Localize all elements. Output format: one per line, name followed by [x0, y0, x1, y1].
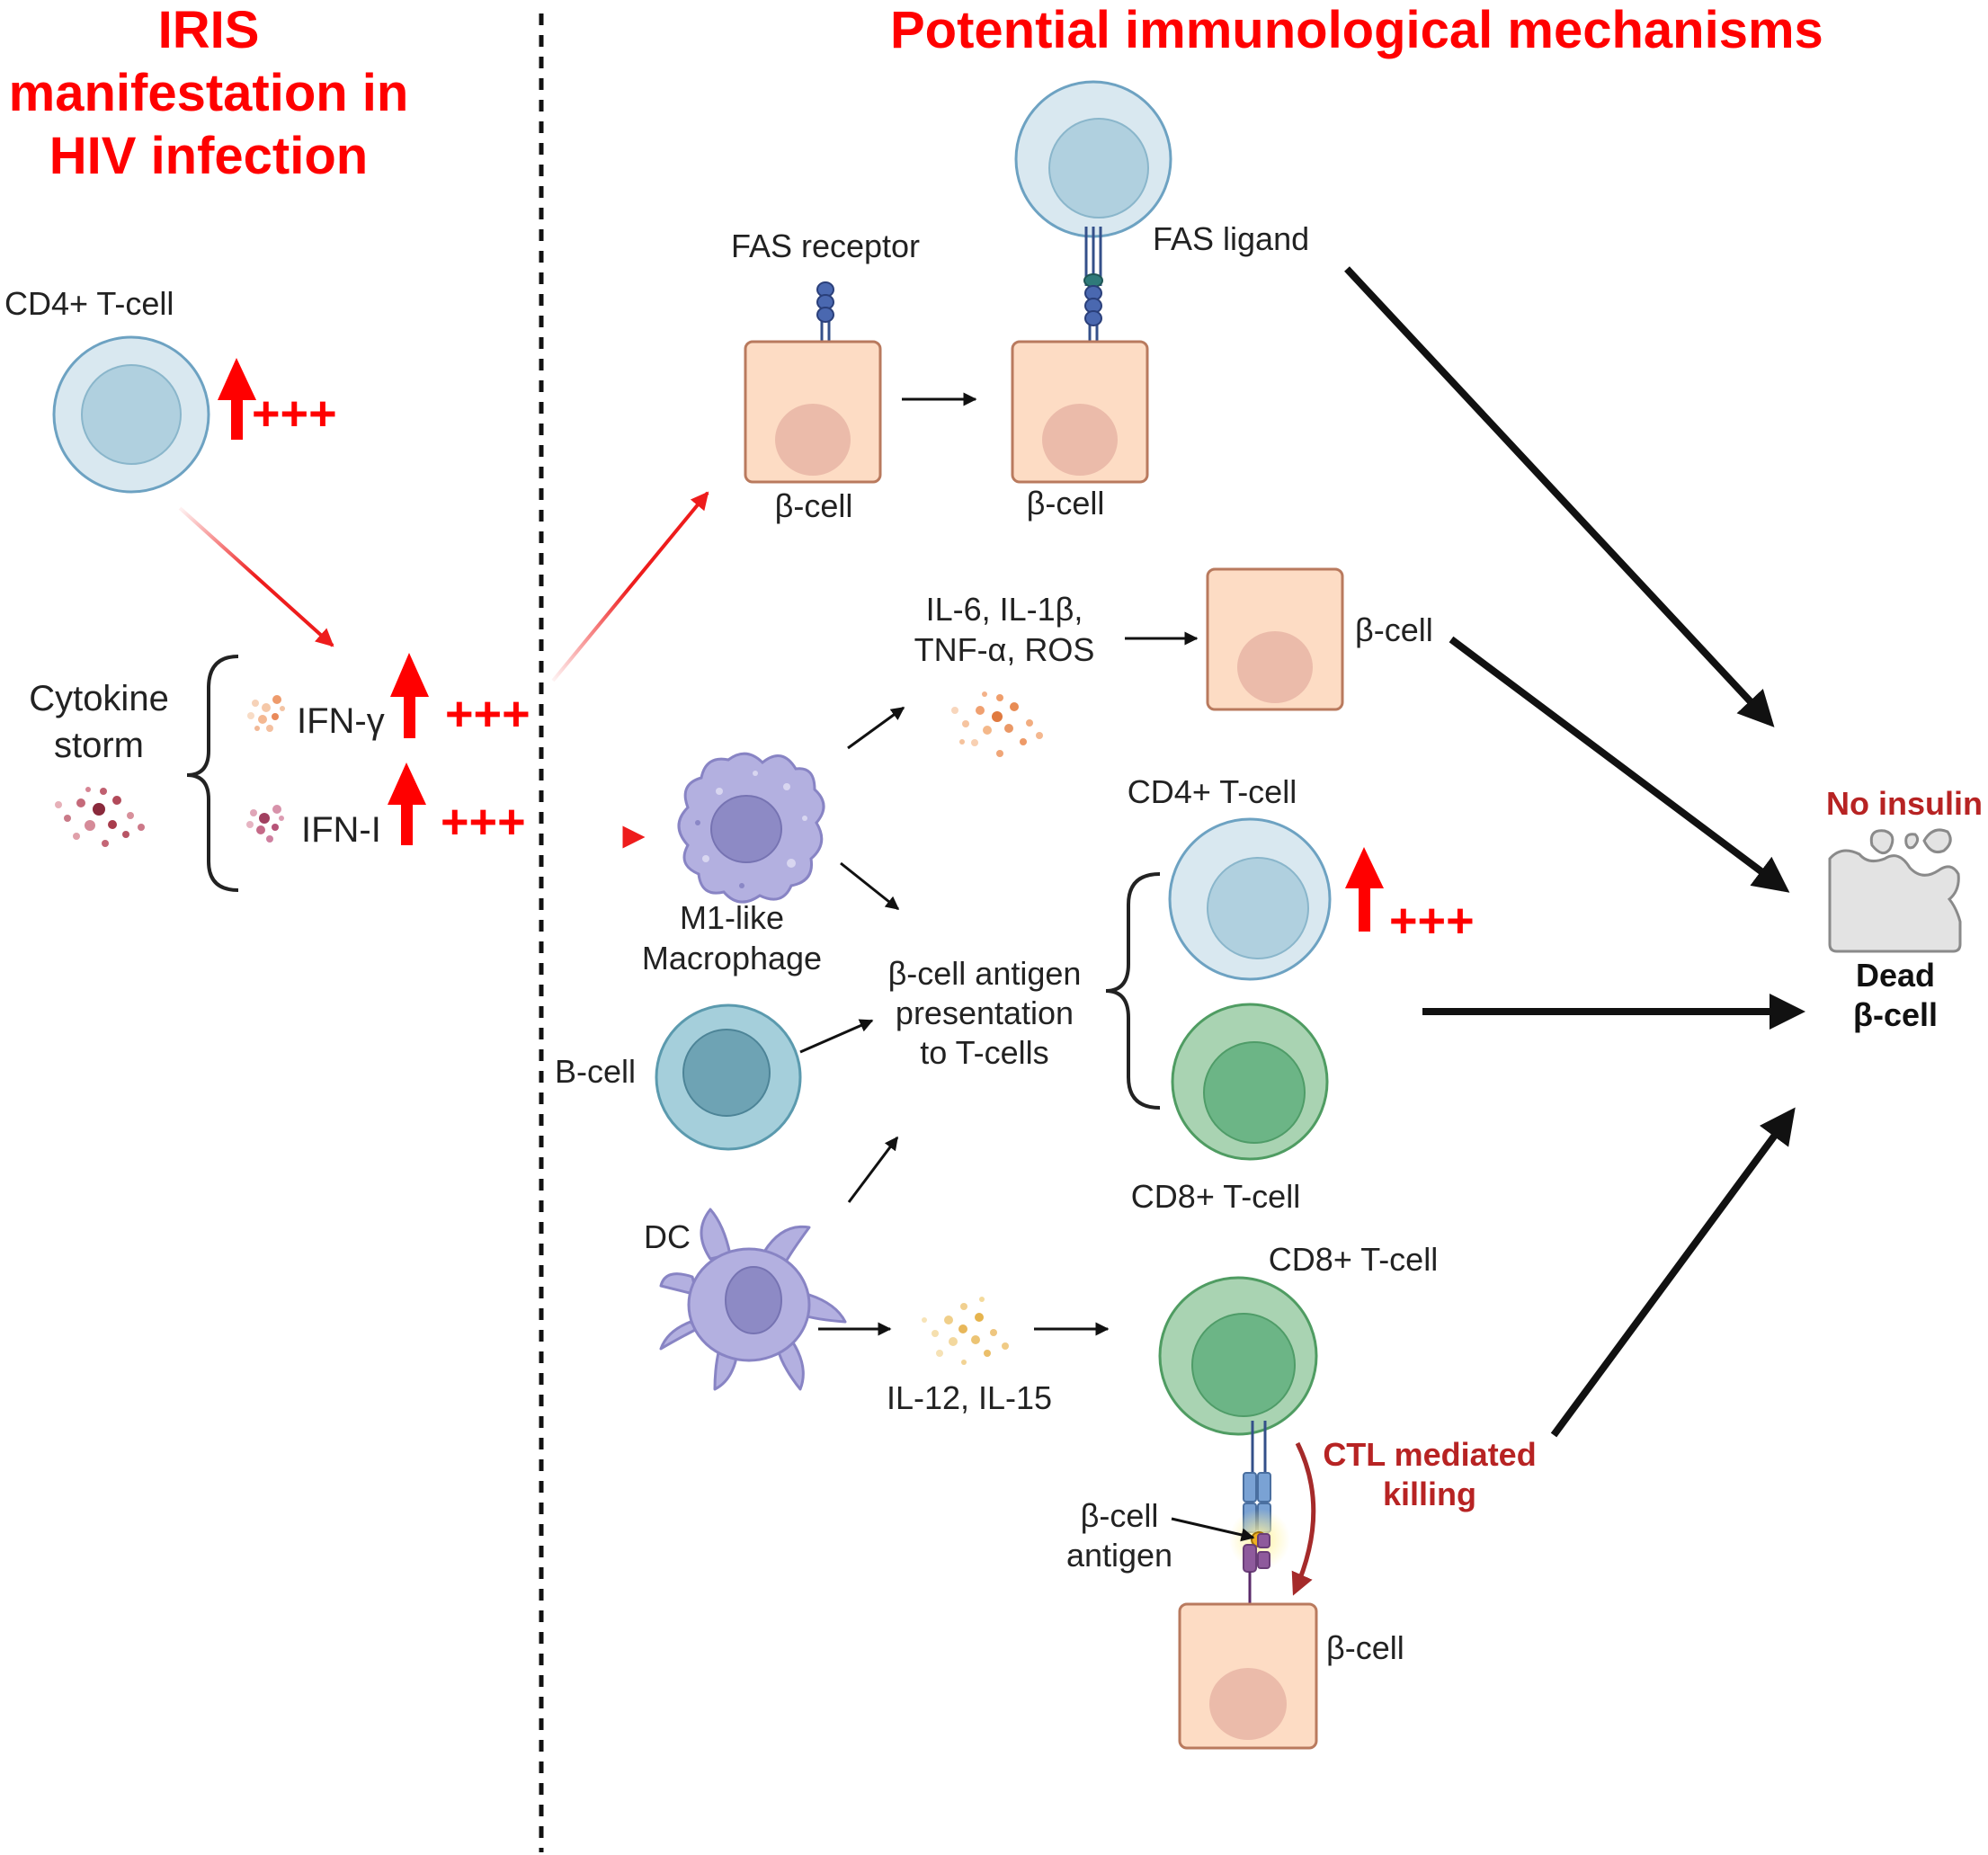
- ifn-i-label: IFN-I: [301, 810, 381, 850]
- ctl-line-1: CTL mediated: [1323, 1436, 1536, 1473]
- dead-line-1: Dead: [1856, 957, 1935, 994]
- presentation-line-3: to T-cells: [920, 1034, 1048, 1071]
- presentation-cd8-label: CD8+ T-cell: [1131, 1178, 1300, 1215]
- antigen-pointer-arrow: [1171, 1517, 1255, 1542]
- cytokine-storm-line-1: Cytokine: [29, 679, 169, 718]
- ctl-cd8-label: CD8+ T-cell: [1269, 1241, 1438, 1278]
- fas-beta-cell-2-label: β-cell: [1027, 485, 1105, 522]
- macrophage-line-2: Macrophage: [642, 940, 822, 977]
- cytokine-beta-cell-label: β-cell: [1355, 611, 1433, 648]
- beta-cell-icon: [1178, 1602, 1318, 1750]
- t-cell-brace: [1105, 872, 1161, 1110]
- left-title: IRIS manifestation in HIV infection: [9, 1, 409, 185]
- left-title-line-2: manifestation in: [9, 64, 409, 122]
- dead-beta-cell-icon: [1828, 828, 1962, 953]
- cd4-to-ifn-arrow: [178, 506, 334, 647]
- tcr-mhc-complex-icon: [1229, 1421, 1290, 1629]
- dc-label: DC: [644, 1218, 691, 1255]
- fas-receptor-label: FAS receptor: [731, 227, 920, 264]
- b-cell-to-presentation-arrow: [799, 1019, 874, 1054]
- il12-dots-icon: [922, 1297, 1009, 1365]
- up-arrow-icon: [390, 653, 429, 738]
- ctl-killing-curved-arrow: [1291, 1441, 1316, 1596]
- ctl-cd8-tcell-icon: [1158, 1276, 1318, 1436]
- cd8-tcell-icon: [1171, 1003, 1329, 1161]
- up-arrow-icon: [1345, 847, 1384, 932]
- up-arrow-icon: [218, 358, 256, 440]
- dendritic-cell-icon: [659, 1208, 847, 1391]
- il12-label: IL-12, IL-15: [887, 1379, 1052, 1416]
- presentation-line-2: presentation: [896, 994, 1074, 1031]
- fas-to-dead-cell-arrow: [1344, 266, 1775, 727]
- left-title-line-3: HIV infection: [49, 127, 368, 185]
- ifn-gamma-increase: +++: [445, 687, 530, 741]
- ifn-gamma-to-fas-arrow: [551, 491, 709, 682]
- ctl-line-2: killing: [1383, 1476, 1476, 1512]
- cytokine-to-dead-cell-arrow: [1449, 636, 1790, 893]
- ctl-to-dead-cell-arrow: [1550, 1107, 1796, 1438]
- antigen-line-2: antigen: [1066, 1537, 1172, 1574]
- b-cell-icon: [655, 1003, 802, 1151]
- ctl-beta-cell-label: β-cell: [1326, 1629, 1404, 1666]
- beta-cell-icon: [1011, 340, 1149, 484]
- beta-cell-icon: [744, 340, 882, 484]
- left-cd4-tcell-icon: [52, 335, 210, 494]
- cytokine-dots-icon: [55, 787, 145, 847]
- ifn-gamma-dots-icon: [247, 695, 285, 732]
- cytokine-dots-icon: [951, 691, 1043, 757]
- left-brace: [186, 655, 239, 892]
- right-title: Potential immunological mechanisms: [890, 1, 1823, 59]
- up-arrow-icon: [388, 763, 426, 845]
- cytokines-line-2: TNF-α, ROS: [914, 631, 1095, 668]
- dc-to-presentation-arrow: [847, 1136, 899, 1203]
- cd4-tcell-icon: [1168, 817, 1332, 981]
- left-title-line-1: IRIS: [158, 1, 260, 59]
- ifn-i-dots-icon: [246, 805, 284, 843]
- ifn-gamma-label: IFN-γ: [297, 701, 385, 741]
- presentation-line-1: β-cell antigen: [888, 955, 1082, 992]
- ifn-i-increase: +++: [441, 795, 526, 849]
- macrophage-line-1: M1-like: [680, 899, 784, 936]
- macrophage-icon: [677, 752, 825, 904]
- b-cell-label: B-cell: [555, 1053, 636, 1090]
- beta-cell-icon: [1206, 567, 1344, 711]
- dead-line-2: β-cell: [1853, 996, 1938, 1033]
- no-insulin-label: No insulin: [1826, 785, 1983, 822]
- t-cell-icon: [1014, 80, 1172, 238]
- macrophage-to-cytokines-arrow: [847, 706, 905, 750]
- cytokine-storm-line-2: storm: [54, 726, 144, 765]
- presentation-cd4-increase: +++: [1389, 894, 1475, 948]
- left-cd4-increase: +++: [252, 387, 337, 441]
- cytokines-line-1: IL-6, IL-1β,: [926, 591, 1083, 628]
- macrophage-to-presentation-arrow: [840, 861, 900, 911]
- fas-beta-cell-1-label: β-cell: [775, 487, 853, 524]
- fas-ligand-label: FAS ligand: [1153, 220, 1309, 257]
- presentation-cd4-label: CD4+ T-cell: [1128, 773, 1297, 810]
- antigen-line-1: β-cell: [1081, 1497, 1159, 1534]
- left-cd4-label: CD4+ T-cell: [4, 285, 174, 322]
